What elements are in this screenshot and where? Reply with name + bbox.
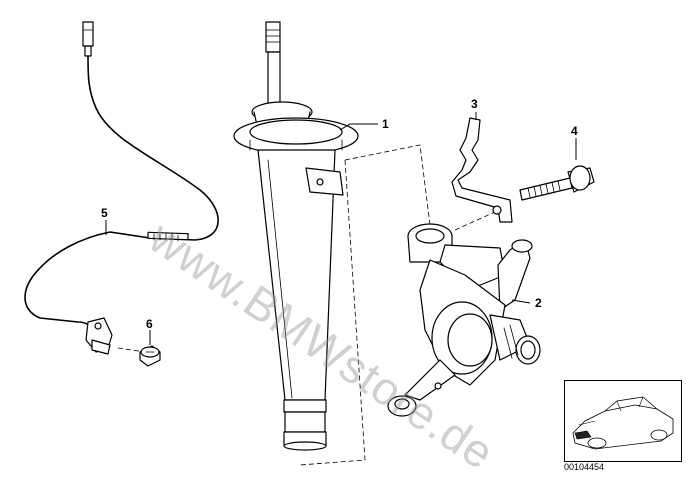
part-labels: 1 2 3 4 5 6: [101, 97, 578, 331]
label-part-5[interactable]: 5: [101, 206, 108, 220]
label-part-6[interactable]: 6: [146, 317, 153, 331]
label-part-4[interactable]: 4: [571, 124, 578, 138]
spring-strut-part[interactable]: [233, 21, 359, 451]
label-part-1[interactable]: 1: [382, 117, 389, 131]
bracket-part[interactable]: [451, 117, 513, 223]
leader-lines: [105, 112, 577, 345]
car-icon: [572, 396, 674, 450]
wheel-speed-sensor-part[interactable]: [24, 21, 219, 355]
screw-part[interactable]: [139, 345, 161, 367]
bolt-part[interactable]: [519, 165, 595, 201]
swivel-bearing-part[interactable]: [387, 223, 541, 417]
vehicle-thumbnail: [564, 380, 682, 462]
label-part-2[interactable]: 2: [535, 296, 542, 310]
label-part-3[interactable]: 3: [471, 97, 478, 111]
diagram-number: 00104454: [564, 462, 605, 472]
